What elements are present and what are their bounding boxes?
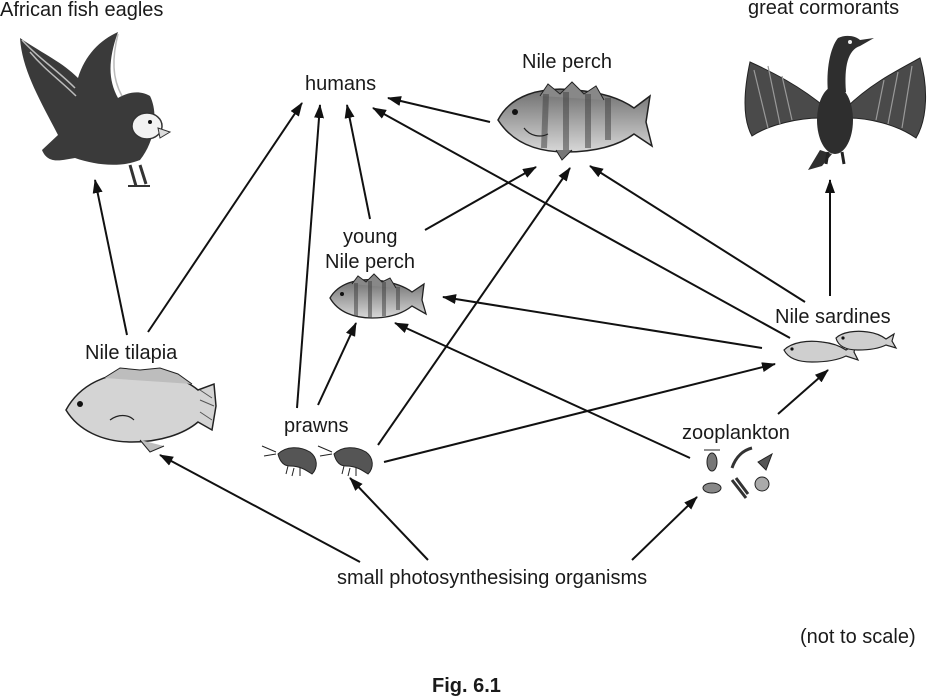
arrow-perch-to-humans xyxy=(387,96,491,123)
label-prawns: prawns xyxy=(284,415,348,437)
not-to-scale-note: (not to scale) xyxy=(800,626,916,648)
arrow-producers-to-prawns xyxy=(349,477,429,561)
nile-tilapia-illustration xyxy=(65,367,217,453)
figure-caption: Fig. 6.1 xyxy=(432,675,501,697)
arrow-sardines-to-perch xyxy=(589,165,806,303)
cormorant-illustration xyxy=(744,35,927,170)
arrow-zooplankton-to-sardines xyxy=(777,369,829,415)
young-nile-perch-illustration xyxy=(329,273,428,319)
zooplankton-illustration xyxy=(702,446,773,499)
arrow-tilapia-to-humans xyxy=(147,102,303,333)
label-great-cormorants: great cormorants xyxy=(748,0,899,19)
arrow-producers-to-tilapia xyxy=(159,454,361,563)
arrow-sardines-to-young-perch xyxy=(442,294,763,349)
label-zooplankton: zooplankton xyxy=(682,422,790,444)
label-humans: humans xyxy=(305,73,376,95)
nile-sardines-illustration xyxy=(783,330,898,363)
label-nile-tilapia: Nile tilapia xyxy=(85,342,178,364)
feeding-arrows xyxy=(92,96,835,563)
label-small-photosynthesising-organisms: small photosynthesising organisms xyxy=(337,567,647,589)
prawns-illustration xyxy=(261,445,373,477)
fish-eagle-illustration xyxy=(20,32,172,187)
label-young-nile-perch-line1: young xyxy=(343,226,398,248)
arrow-prawns-to-perch xyxy=(377,167,571,446)
arrow-zooplankton-to-young-perch xyxy=(394,322,691,459)
arrow-prawns-to-young-perch xyxy=(317,322,357,406)
arrow-young-perch-to-perch xyxy=(424,166,537,231)
arrow-prawns-to-humans xyxy=(296,104,325,409)
label-african-fish-eagles: African fish eagles xyxy=(0,0,163,21)
label-nile-sardines: Nile sardines xyxy=(775,306,891,328)
arrow-prawns-to-sardines xyxy=(383,362,776,463)
arrow-tilapia-to-eagles xyxy=(92,179,128,336)
arrow-producers-to-zooplankton xyxy=(631,496,698,561)
arrow-young-perch-to-humans xyxy=(344,104,371,220)
label-nile-perch: Nile perch xyxy=(522,51,612,73)
arrow-sardines-to-humans xyxy=(372,107,791,339)
nile-perch-illustration xyxy=(497,81,654,161)
label-young-nile-perch-line2: Nile perch xyxy=(325,251,415,273)
